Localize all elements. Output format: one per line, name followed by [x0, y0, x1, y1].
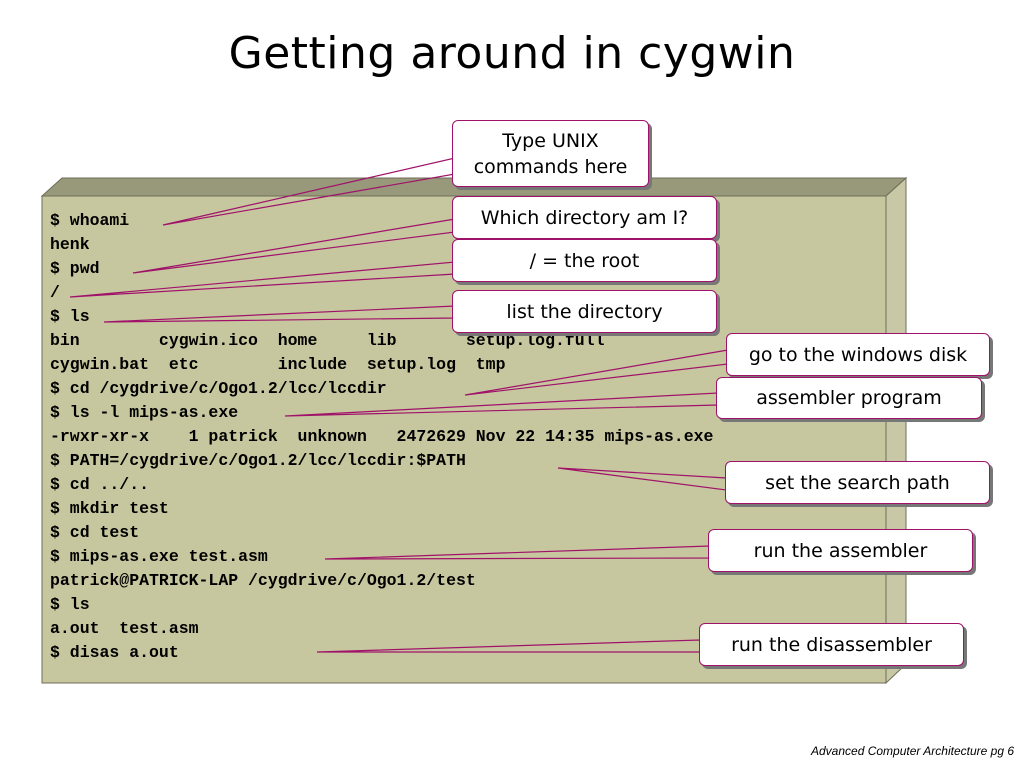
terminal-line: -rwxr-xr-x 1 patrick unknown 2472629 Nov… — [50, 427, 714, 446]
terminal-line: a.out test.asm — [50, 619, 199, 638]
callout-run-disassembler: run the disassembler — [699, 623, 964, 666]
terminal-line: $ mkdir test — [50, 499, 169, 518]
terminal-line: $ ls — [50, 307, 90, 326]
terminal-line: $ ls — [50, 595, 90, 614]
callout-type-unix: Type UNIX commands here — [452, 120, 649, 187]
terminal-line: henk — [50, 235, 90, 254]
terminal-line: / — [50, 283, 60, 302]
terminal-line: $ PATH=/cygdrive/c/Ogo1.2/lcc/lccdir:$PA… — [50, 451, 466, 470]
footer-caption: Advanced Computer Architecture pg 6 — [811, 744, 1014, 758]
terminal-line: $ cd ../.. — [50, 475, 150, 494]
terminal-line: $ cd /cygdrive/c/Ogo1.2/lcc/lccdir — [50, 379, 387, 398]
terminal-line: $ cd test — [50, 523, 140, 542]
callout-search-path: set the search path — [725, 461, 990, 504]
terminal-line: $ ls -l mips-as.exe — [50, 403, 239, 422]
callout-assembler-program: assembler program — [716, 377, 982, 419]
callout-which-directory: Which directory am I? — [452, 196, 717, 239]
terminal-line: bin cygwin.ico home lib setup.log.full — [50, 331, 605, 350]
callout-list-directory: list the directory — [452, 290, 717, 333]
terminal-line: $ mips-as.exe test.asm — [50, 547, 268, 566]
terminal-line: patrick@PATRICK-LAP /cygdrive/c/Ogo1.2/t… — [50, 571, 476, 590]
callout-root: / = the root — [452, 239, 717, 282]
callout-run-assembler: run the assembler — [708, 529, 973, 572]
terminal-line: cygwin.bat etc include setup.log tmp — [50, 355, 506, 374]
callout-windows-disk: go to the windows disk — [726, 333, 990, 376]
terminal-line: $ whoami — [50, 211, 130, 230]
slide-title: Getting around in cygwin — [228, 28, 796, 79]
terminal-line: $ disas a.out — [50, 643, 179, 662]
terminal-line: $ pwd — [50, 259, 100, 278]
